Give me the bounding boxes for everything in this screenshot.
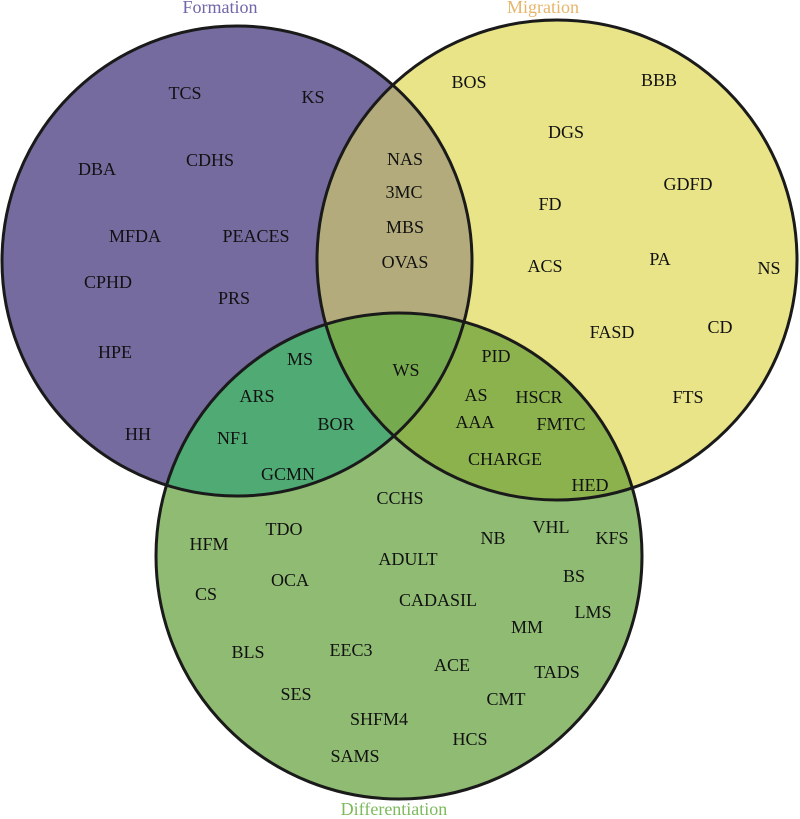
- label: NF1: [217, 428, 249, 448]
- label: SES: [280, 684, 311, 704]
- label: EEC3: [330, 640, 373, 660]
- formation-differentiation-labels: MS ARS BOR NF1 GCMN: [217, 349, 355, 484]
- label: TCS: [168, 83, 201, 103]
- label: FASD: [590, 322, 635, 342]
- label: PA: [649, 249, 670, 269]
- label: PEACES: [222, 226, 289, 246]
- label: VHL: [533, 517, 570, 537]
- label: MBS: [386, 217, 424, 237]
- label: MM: [511, 617, 543, 637]
- label: CCHS: [376, 488, 423, 508]
- label: TDO: [266, 519, 303, 539]
- label: CHARGE: [468, 449, 542, 469]
- label: NB: [480, 528, 505, 548]
- formation-differentiation-region: [156, 313, 472, 496]
- label: CPHD: [84, 272, 132, 292]
- label: ACS: [527, 256, 562, 276]
- label: WS: [393, 360, 420, 380]
- label: CADASIL: [399, 590, 477, 610]
- label: PID: [481, 346, 510, 366]
- migration-only-labels: BOS BBB DGS GDFD FD ACS PA NS FASD CD FT…: [451, 70, 780, 407]
- migration-title: Migration: [507, 0, 579, 17]
- label: BS: [563, 566, 585, 586]
- label: MFDA: [109, 226, 161, 246]
- label: BOS: [451, 72, 486, 92]
- label: HCS: [452, 729, 487, 749]
- circle-outlines: [0, 18, 799, 801]
- differentiation-title: Differentiation: [341, 799, 448, 819]
- label: CDHS: [186, 150, 234, 170]
- label: CMT: [486, 689, 525, 709]
- label: LMS: [574, 602, 611, 622]
- label: 3MC: [385, 182, 422, 202]
- label: SHFM4: [350, 709, 408, 729]
- label: KS: [301, 87, 324, 107]
- formation-only-labels: TCS KS DBA CDHS MFDA PEACES CPHD PRS HPE…: [78, 83, 325, 444]
- formation-title: Formation: [183, 0, 258, 17]
- formation-migration-labels: NAS 3MC MBS OVAS: [382, 149, 429, 272]
- label: ACE: [434, 655, 470, 675]
- label: AS: [464, 385, 487, 405]
- label: HSCR: [515, 387, 562, 407]
- differentiation-only-labels: CCHS TDO HFM NB VHL KFS ADULT CS OCA BS …: [189, 488, 628, 766]
- label: HPE: [98, 342, 132, 362]
- label: BOR: [317, 414, 354, 434]
- label: DGS: [548, 122, 584, 142]
- label: MS: [287, 349, 313, 369]
- label: FD: [538, 194, 561, 214]
- label: GDFD: [663, 174, 712, 194]
- label: FMTC: [536, 414, 585, 434]
- label: CD: [707, 317, 732, 337]
- label: OVAS: [382, 252, 429, 272]
- label: KFS: [595, 528, 628, 548]
- label: HH: [125, 424, 151, 444]
- label: GCMN: [261, 464, 315, 484]
- label: FTS: [672, 387, 703, 407]
- migration-differentiation-region: [317, 313, 642, 500]
- label: CS: [195, 584, 217, 604]
- label: SAMS: [330, 746, 379, 766]
- label: ADULT: [378, 549, 437, 569]
- label: BBB: [641, 70, 677, 90]
- label: ARS: [239, 386, 274, 406]
- all-three-labels: WS: [393, 360, 420, 380]
- label: AAA: [456, 412, 495, 432]
- label: HFM: [189, 534, 228, 554]
- label: NAS: [387, 149, 423, 169]
- label: HED: [572, 475, 609, 495]
- label: TADS: [534, 662, 580, 682]
- label: DBA: [78, 159, 116, 179]
- label: BLS: [231, 642, 264, 662]
- label: NS: [757, 258, 780, 278]
- migration-differentiation-labels: PID AS HSCR AAA FMTC CHARGE HED: [456, 346, 609, 495]
- label: PRS: [218, 288, 250, 308]
- label: OCA: [271, 570, 309, 590]
